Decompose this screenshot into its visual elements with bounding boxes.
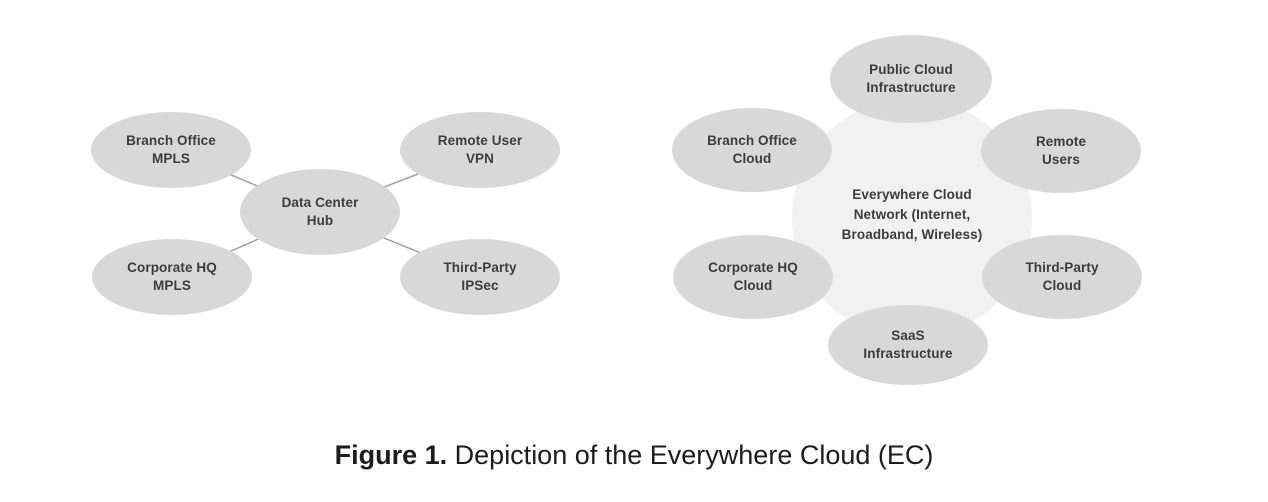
figure-caption-text: Depiction of the Everywhere Cloud (EC) bbox=[447, 440, 934, 470]
node-label: Branch Office Cloud bbox=[707, 132, 797, 168]
node-saas-infrastructure: SaaS Infrastructure bbox=[828, 305, 988, 385]
node-label: Remote User VPN bbox=[438, 132, 522, 168]
node-corporate-hq-mpls: Corporate HQ MPLS bbox=[92, 239, 252, 315]
node-label-line: Users bbox=[1041, 152, 1081, 167]
everywhere-cloud-network-label: Everywhere Cloud Network (Internet, Broa… bbox=[812, 185, 1012, 245]
node-label-line: Public Cloud bbox=[869, 62, 953, 77]
node-data-center-hub: Data Center Hub bbox=[240, 169, 400, 255]
node-third-party-cloud: Third-Party Cloud bbox=[982, 235, 1142, 319]
node-branch-office-mpls: Branch Office MPLS bbox=[91, 112, 251, 188]
node-label-line: Infrastructure bbox=[863, 346, 953, 361]
node-label-line: Cloud bbox=[733, 278, 773, 293]
cloud-label-line: Everywhere Cloud bbox=[852, 187, 972, 202]
node-label-line: Hub bbox=[306, 213, 334, 228]
node-corporate-hq-cloud: Corporate HQ Cloud bbox=[673, 235, 833, 319]
node-label: Remote Users bbox=[1036, 133, 1086, 169]
node-label: Third-Party Cloud bbox=[1025, 259, 1098, 295]
node-label-line: Cloud bbox=[732, 151, 772, 166]
figure-caption-label: Figure 1. bbox=[334, 440, 448, 470]
node-remote-user-vpn: Remote User VPN bbox=[400, 112, 560, 188]
node-label-line: Data Center bbox=[281, 195, 359, 210]
node-label: Public Cloud Infrastructure bbox=[866, 61, 955, 97]
node-label-line: MPLS bbox=[153, 278, 191, 293]
node-third-party-ipsec: Third-Party IPSec bbox=[400, 239, 560, 315]
node-label: Corporate HQ Cloud bbox=[708, 259, 798, 295]
node-label-line: Branch Office bbox=[707, 133, 797, 148]
node-label: Data Center Hub bbox=[282, 194, 359, 230]
node-label: Branch Office MPLS bbox=[126, 132, 216, 168]
node-label-line: Cloud bbox=[1042, 278, 1082, 293]
node-label-line: Third-Party bbox=[443, 260, 517, 275]
node-label-line: VPN bbox=[465, 151, 495, 166]
node-label-line: SaaS bbox=[891, 328, 925, 343]
figure-caption: Figure 1. Depiction of the Everywhere Cl… bbox=[0, 440, 1268, 471]
node-branch-office-cloud: Branch Office Cloud bbox=[672, 108, 832, 192]
node-remote-users: Remote Users bbox=[981, 109, 1141, 193]
node-label-line: Branch Office bbox=[126, 133, 216, 148]
node-label-line: Remote User bbox=[437, 133, 523, 148]
cloud-label-line: Broadband, Wireless) bbox=[841, 227, 983, 242]
node-label: SaaS Infrastructure bbox=[863, 327, 952, 363]
cloud-label-line: Network (Internet, bbox=[853, 207, 971, 222]
node-label: Corporate HQ MPLS bbox=[127, 259, 217, 295]
node-label-line: Remote bbox=[1035, 134, 1087, 149]
node-public-cloud-infrastructure: Public Cloud Infrastructure bbox=[830, 35, 992, 123]
node-label-line: Infrastructure bbox=[866, 80, 956, 95]
node-label-line: IPSec bbox=[461, 278, 499, 293]
node-label-line: Corporate HQ bbox=[708, 260, 798, 275]
node-label-line: Corporate HQ bbox=[127, 260, 217, 275]
node-label-line: Third-Party bbox=[1025, 260, 1099, 275]
node-label-line: MPLS bbox=[152, 151, 190, 166]
node-label: Third-Party IPSec bbox=[443, 259, 516, 295]
